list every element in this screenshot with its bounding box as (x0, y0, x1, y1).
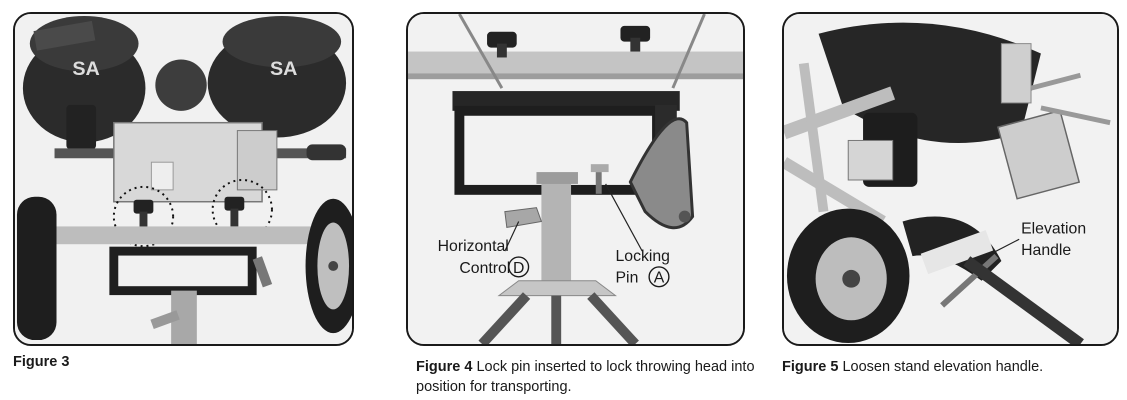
callout-horizontal-control-line2: Control (459, 260, 510, 277)
callout-elevation-handle-line1: Elevation (1021, 220, 1086, 237)
control-box (997, 109, 1081, 200)
callout-letter-circle-d (508, 256, 530, 278)
figure-3-photo: SA SA (13, 12, 354, 346)
callout-horizontal-control-line1: Horizontal (438, 238, 509, 255)
stand-post (541, 179, 572, 287)
figure-4-caption-text: Lock pin inserted to lock throwing head … (416, 359, 755, 395)
figure-4-photo: Horizontal Control D Locking Pin A (406, 12, 745, 346)
left-tire (16, 196, 57, 341)
knob-right (620, 25, 651, 42)
callout-locking-pin-letter: A (654, 270, 665, 287)
pitching-machine-front-illustration: SA SA (15, 14, 352, 344)
brand-logo-left: SA (72, 58, 99, 80)
figure-5-caption: Figure 5 Loosen stand elevation handle. (782, 357, 1112, 377)
elevation-handle (940, 253, 999, 308)
callout-locking-pin-line2: Pin (616, 270, 639, 287)
figure-4-label: Figure 4 (416, 359, 473, 375)
figure-3-label: Figure 3 (13, 354, 70, 370)
elevation-arm (628, 117, 695, 230)
knob-left (487, 31, 517, 48)
left-knob (133, 199, 154, 214)
right-knob (224, 196, 245, 211)
callout-horizontal-control-letter: D (513, 260, 524, 277)
callout-letter-circle-a (648, 266, 670, 288)
highlight-circle-left (112, 185, 175, 248)
callout-locking-pin-line1: Locking (616, 248, 670, 265)
figure-5-caption-text: Loosen stand elevation handle. (842, 359, 1044, 375)
locking-pin-illustration: Horizontal Control D Locking Pin A (408, 14, 743, 344)
figure-4-caption: Figure 4 Lock pin inserted to lock throw… (416, 357, 756, 397)
figure-5-label: Figure 5 (782, 359, 839, 375)
figure-5-photo: Elevation Handle (782, 12, 1119, 346)
horizontal-control-tab (504, 207, 543, 228)
callout-elevation-handle-line2: Handle (1021, 242, 1071, 259)
highlight-circle-right (211, 179, 273, 241)
ball (155, 59, 207, 111)
locking-pin (595, 172, 602, 194)
elevation-handle-illustration: Elevation Handle (784, 14, 1117, 344)
figure-3-caption: Figure 3 (13, 352, 69, 372)
brand-logo-right: SA (270, 58, 297, 80)
